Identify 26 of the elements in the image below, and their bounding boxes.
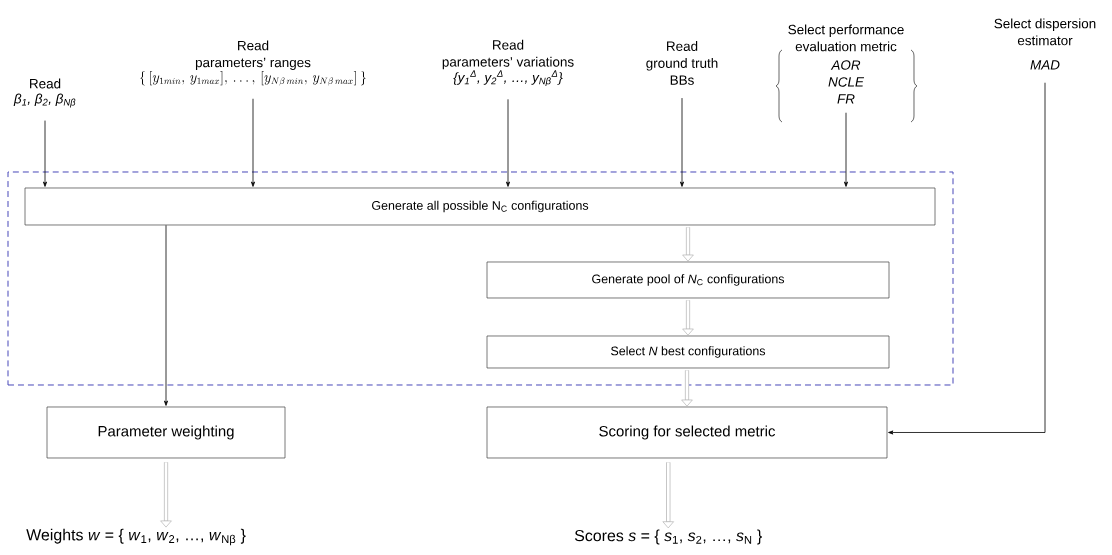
process-box: Generate pool of N$_{C}$ configurations: [486, 261, 890, 299]
input-label: Select dispersion estimator MAD: [994, 18, 1096, 70]
arrow: [164, 224, 168, 406]
hollow-arrow: [682, 227, 694, 262]
input-label: Read parameters’ variations {y$_{1}$$^{Δ}$, y$_{2}$$^{Δ}$, …, y$_{Nβ}$$^{Δ}$}: [442, 39, 574, 87]
output-label: Weights w = { w$_{1}$, w$_{2}$, …, w$_{Nβ}$ }: [26, 528, 246, 546]
arrow: [888, 82, 1046, 435]
hollow-arrow: [662, 462, 674, 529]
arrow: [844, 112, 848, 187]
arrow: [680, 97, 684, 187]
arrow: [506, 98, 510, 187]
input-label: Read parameters’ ranges $\{\,[y_{1min},\, y_{1max}],\, \ldots,\, [y_{N\beta\, min},\, y_{N\beta\, max}]\,\}$: [139, 40, 366, 86]
output-label: Scores s = { s$_{1}$, s$_{2}$, …, s$_{N}$ }: [574, 529, 762, 545]
hollow-arrow: [681, 370, 693, 407]
hollow-arrow: [160, 462, 172, 528]
input-label: Select performance evaluation metric AOR NCLE FR: [788, 24, 904, 104]
process-box: Scoring for selected metric: [486, 406, 888, 459]
input-label: Read ground truth BBs: [646, 41, 718, 85]
arrow: [251, 98, 255, 187]
arrow: [43, 120, 47, 187]
hollow-arrow: [682, 300, 694, 336]
process-box: Select N best configurations: [486, 335, 890, 369]
process-box: Parameter weighting: [46, 406, 286, 459]
dashed-group-box: [7, 171, 954, 386]
input-label: Read β$_{1}$, β$_{2}$, β$_{Nβ}$: [13, 78, 76, 108]
process-box: Generate all possible N$_{C}$ configurations: [24, 187, 936, 226]
